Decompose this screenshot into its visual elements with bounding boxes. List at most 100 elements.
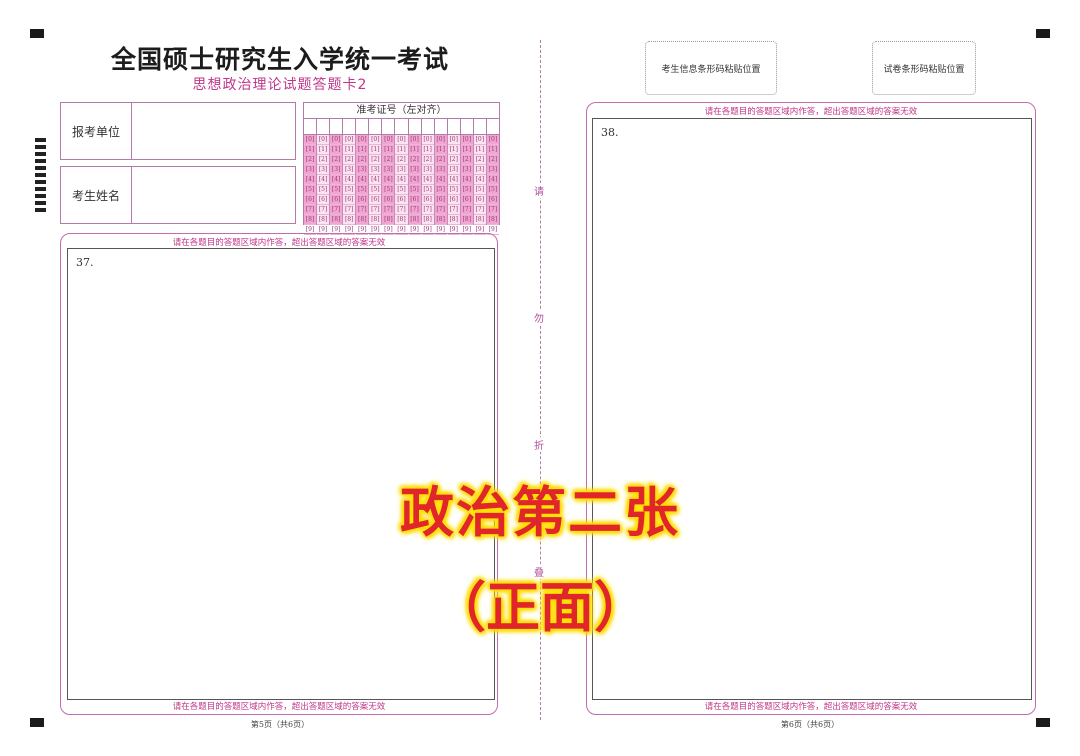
id-digit-box[interactable]: [317, 119, 331, 134]
id-bubble[interactable]: [7]: [317, 206, 330, 215]
id-bubble[interactable]: [1]: [317, 146, 330, 155]
answer-area-38[interactable]: [592, 118, 1032, 700]
id-bubble[interactable]: [2]: [460, 156, 473, 165]
id-bubble[interactable]: [6]: [486, 196, 499, 205]
id-bubble[interactable]: [8]: [408, 216, 421, 225]
id-bubble[interactable]: [0]: [382, 136, 395, 145]
id-bubble[interactable]: [9]: [434, 226, 447, 235]
id-bubble[interactable]: [1]: [473, 146, 486, 155]
id-digit-box[interactable]: [330, 119, 344, 134]
id-bubble[interactable]: [8]: [473, 216, 486, 225]
id-bubble[interactable]: [0]: [421, 136, 434, 145]
id-bubble[interactable]: [5]: [369, 186, 382, 195]
id-bubble[interactable]: [5]: [356, 186, 369, 195]
id-bubble[interactable]: [3]: [434, 166, 447, 175]
id-bubble[interactable]: [0]: [356, 136, 369, 145]
id-bubble[interactable]: [5]: [330, 186, 343, 195]
id-bubble[interactable]: [3]: [408, 166, 421, 175]
id-bubble[interactable]: [5]: [304, 186, 317, 195]
id-bubble[interactable]: [6]: [434, 196, 447, 205]
id-bubble[interactable]: [6]: [382, 196, 395, 205]
id-bubble[interactable]: [2]: [317, 156, 330, 165]
id-bubble[interactable]: [8]: [343, 216, 356, 225]
id-digit-box[interactable]: [435, 119, 448, 134]
id-bubble[interactable]: [2]: [304, 156, 317, 165]
id-bubble[interactable]: [1]: [434, 146, 447, 155]
id-bubble[interactable]: [7]: [304, 206, 317, 215]
id-bubble[interactable]: [7]: [421, 206, 434, 215]
id-bubble[interactable]: [8]: [434, 216, 447, 225]
id-bubble[interactable]: [4]: [408, 176, 421, 185]
id-digit-box[interactable]: [395, 119, 409, 134]
id-bubble[interactable]: [1]: [304, 146, 317, 155]
id-bubble[interactable]: [9]: [382, 226, 395, 235]
id-bubble[interactable]: [4]: [343, 176, 356, 185]
id-bubble[interactable]: [3]: [460, 166, 473, 175]
id-bubble[interactable]: [4]: [330, 176, 343, 185]
id-bubble[interactable]: [2]: [473, 156, 486, 165]
id-bubble[interactable]: [7]: [408, 206, 421, 215]
id-bubble[interactable]: [0]: [408, 136, 421, 145]
id-bubble[interactable]: [8]: [304, 216, 317, 225]
id-bubble[interactable]: [2]: [434, 156, 447, 165]
id-bubble[interactable]: [1]: [486, 146, 499, 155]
id-bubble[interactable]: [4]: [369, 176, 382, 185]
id-bubble[interactable]: [1]: [343, 146, 356, 155]
id-bubble[interactable]: [5]: [382, 186, 395, 195]
id-bubble[interactable]: [6]: [421, 196, 434, 205]
id-bubble[interactable]: [7]: [369, 206, 382, 215]
id-bubble[interactable]: [9]: [343, 226, 356, 235]
id-digit-box[interactable]: [487, 119, 499, 134]
id-bubble[interactable]: [3]: [473, 166, 486, 175]
id-bubble[interactable]: [6]: [356, 196, 369, 205]
id-bubble[interactable]: [1]: [408, 146, 421, 155]
id-digit-box[interactable]: [382, 119, 396, 134]
id-bubble[interactable]: [7]: [486, 206, 499, 215]
id-digit-box[interactable]: [369, 119, 383, 134]
id-bubble[interactable]: [1]: [421, 146, 434, 155]
id-bubble[interactable]: [5]: [343, 186, 356, 195]
id-bubble[interactable]: [8]: [447, 216, 460, 225]
id-bubble[interactable]: [7]: [395, 206, 408, 215]
id-bubble[interactable]: [7]: [447, 206, 460, 215]
id-bubble[interactable]: [6]: [408, 196, 421, 205]
id-bubble[interactable]: [2]: [356, 156, 369, 165]
id-digit-box[interactable]: [422, 119, 435, 134]
id-bubble[interactable]: [5]: [486, 186, 499, 195]
id-bubble[interactable]: [0]: [317, 136, 330, 145]
id-bubble[interactable]: [9]: [408, 226, 421, 235]
id-bubble[interactable]: [7]: [343, 206, 356, 215]
id-bubble[interactable]: [0]: [343, 136, 356, 145]
id-bubble[interactable]: [2]: [447, 156, 460, 165]
id-bubble[interactable]: [6]: [343, 196, 356, 205]
id-bubble[interactable]: [6]: [447, 196, 460, 205]
id-bubble[interactable]: [2]: [395, 156, 408, 165]
id-bubble[interactable]: [4]: [447, 176, 460, 185]
id-digit-box[interactable]: [356, 119, 370, 134]
id-digit-box[interactable]: [409, 119, 422, 134]
id-bubble[interactable]: [6]: [317, 196, 330, 205]
id-bubble[interactable]: [8]: [486, 216, 499, 225]
id-bubble[interactable]: [6]: [460, 196, 473, 205]
id-bubble[interactable]: [4]: [304, 176, 317, 185]
id-bubble[interactable]: [9]: [473, 226, 486, 235]
id-bubble[interactable]: [0]: [330, 136, 343, 145]
id-bubble[interactable]: [8]: [460, 216, 473, 225]
id-bubble[interactable]: [3]: [356, 166, 369, 175]
id-bubble[interactable]: [1]: [382, 146, 395, 155]
id-bubble[interactable]: [8]: [421, 216, 434, 225]
id-bubble[interactable]: [0]: [369, 136, 382, 145]
id-bubble[interactable]: [0]: [447, 136, 460, 145]
id-digit-box[interactable]: [448, 119, 461, 134]
id-bubble[interactable]: [3]: [369, 166, 382, 175]
id-digit-box[interactable]: [304, 119, 318, 134]
id-bubble[interactable]: [9]: [421, 226, 434, 235]
id-bubble[interactable]: [2]: [343, 156, 356, 165]
id-bubble[interactable]: [2]: [486, 156, 499, 165]
id-bubble[interactable]: [3]: [447, 166, 460, 175]
id-bubble[interactable]: [2]: [408, 156, 421, 165]
id-bubble[interactable]: [8]: [317, 216, 330, 225]
id-bubble[interactable]: [4]: [421, 176, 434, 185]
candidate-name-field[interactable]: [132, 167, 295, 223]
id-bubble[interactable]: [6]: [330, 196, 343, 205]
